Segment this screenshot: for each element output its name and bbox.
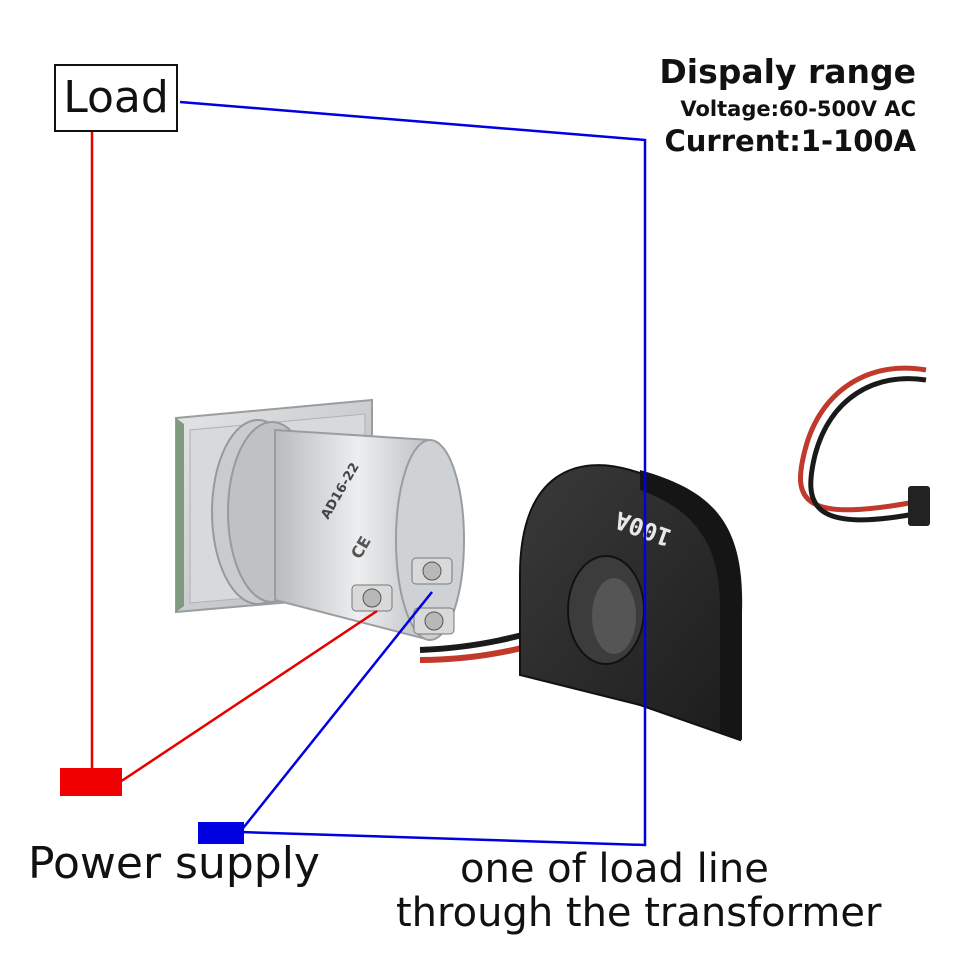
voltage-range-text: Voltage:60-500V AC [680,97,916,121]
voltmeter-ammeter: AD16-22 CE [175,398,465,642]
current-range-text: Current:1-100A [664,124,917,158]
load-box: Load [54,64,178,132]
blue-terminal-marker [198,822,244,844]
ct-black-lead [808,376,927,523]
power-supply-label: Power supply [28,838,320,889]
current-transformer: 100A [519,464,743,742]
load-line-label-1: one of load line [460,846,769,892]
ct-red-lead [797,365,927,513]
blue-wire [179,100,647,847]
display-range-title: Dispaly range [659,52,916,91]
load-label: Load [63,72,169,123]
red-terminal-marker [60,768,122,796]
ct-connector [908,486,930,526]
load-line-label-2: through the transformer [396,890,882,936]
